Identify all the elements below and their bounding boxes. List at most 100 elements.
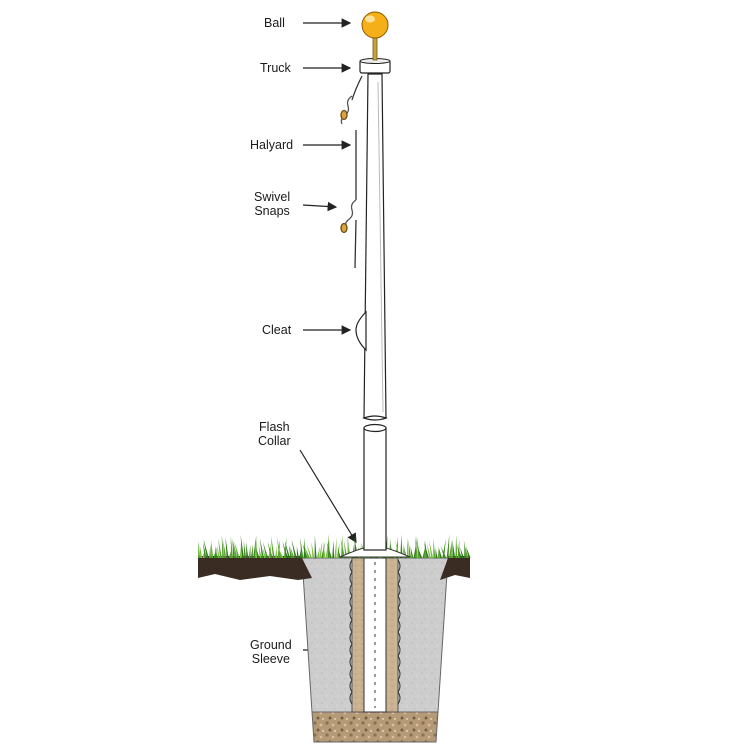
label-swivel-snaps: Swivel Snaps [254, 190, 291, 218]
grass-blade [215, 546, 218, 558]
grass-blade [424, 541, 429, 558]
grass-blade [217, 545, 220, 558]
grass-blade [460, 547, 464, 558]
grass-blade [452, 539, 456, 558]
grass-blade [311, 541, 315, 558]
grass-blade [223, 540, 227, 558]
grass-blade [437, 547, 440, 558]
grass-blade [259, 537, 264, 558]
flash-collar-arrow [299, 449, 357, 544]
grass-blade [433, 538, 436, 558]
grass-blade [464, 540, 467, 558]
grass-blade [325, 536, 329, 558]
grass-blade [408, 539, 412, 558]
grass-blade [440, 545, 447, 558]
grass-blade [358, 542, 362, 558]
grass-blade [209, 544, 211, 558]
grass-blade [202, 546, 206, 558]
grass-blade [218, 538, 222, 558]
lower-pole [363, 423, 387, 551]
cleat [355, 310, 367, 352]
grass-blade [326, 541, 332, 558]
grass-blade [253, 534, 257, 558]
grass-blade [277, 546, 284, 558]
grass-blade [400, 534, 403, 558]
grass-blade [314, 535, 317, 558]
grass-blade [451, 543, 453, 558]
grass-blade [232, 538, 238, 558]
grass-blade [306, 543, 313, 558]
grass-blade [299, 547, 302, 558]
grass-blade [248, 544, 251, 558]
grass-blade [202, 542, 207, 558]
grass-blade [262, 547, 266, 558]
grass-blade [435, 547, 438, 558]
foundation [301, 557, 449, 743]
grass-blade [465, 545, 471, 558]
grass-blade [291, 539, 297, 558]
halyard [351, 75, 363, 269]
grass-blade [465, 546, 469, 558]
soil-layer [198, 556, 470, 580]
swivel-snaps-arrow [302, 201, 338, 212]
grass-blade [230, 535, 233, 558]
label-truck: Truck [260, 61, 291, 75]
grass-blade [438, 546, 442, 558]
grass-blade [448, 540, 453, 558]
label-halyard: Halyard [250, 138, 294, 152]
ball [361, 11, 389, 39]
grass-blade [353, 536, 359, 558]
grass-blade [275, 545, 277, 558]
grass-blade [262, 541, 269, 558]
grass-blade [282, 541, 288, 558]
grass-blade [243, 541, 247, 558]
grass-blade [198, 541, 200, 558]
grass-blade [316, 546, 320, 558]
grass-blade [284, 541, 291, 558]
grass-blade [334, 537, 337, 558]
grass-blade [199, 544, 203, 558]
sleeve-wave-left [349, 559, 353, 705]
grass-blade [258, 544, 262, 558]
gravel-base [311, 711, 439, 743]
grass-blade [337, 547, 341, 558]
grass-blade [234, 541, 240, 558]
grass-blade [455, 534, 458, 558]
ball-stem [372, 35, 378, 61]
grass-blade [416, 544, 423, 558]
grass-blade [456, 544, 462, 558]
grass-blade [221, 534, 225, 558]
grass-blade [361, 543, 368, 558]
sleeve-wave-right [397, 559, 401, 705]
grass-blade [446, 534, 450, 558]
grass-blade [289, 546, 295, 558]
grass-blade [426, 543, 431, 558]
grass-blade [225, 537, 229, 558]
grass-blade [319, 541, 323, 558]
grass [198, 534, 471, 558]
grass-blade [428, 540, 434, 558]
grass-blade [300, 537, 304, 558]
grass-blade [296, 546, 299, 558]
grass-blade [343, 540, 348, 558]
grass-blade [413, 537, 417, 558]
grass-blade [250, 544, 253, 558]
label-flash-collar: Flash Collar [258, 420, 291, 448]
grass-blade [332, 540, 335, 558]
grass-blade [232, 539, 236, 558]
grass-blade [321, 541, 325, 558]
grass-blade [340, 538, 346, 558]
grass-blade [211, 540, 214, 558]
grass-blade [323, 542, 326, 558]
truck [359, 58, 391, 74]
grass-blade [302, 542, 308, 558]
label-ground-sleeve: Ground Sleeve [250, 638, 292, 666]
grass-blade [304, 546, 310, 558]
swivel-snap-lower [340, 199, 357, 234]
grass-blade [407, 537, 409, 558]
grass-blade [267, 541, 273, 558]
grass-blade [245, 541, 249, 558]
grass-blade [410, 546, 414, 558]
grass-blade [255, 547, 260, 558]
